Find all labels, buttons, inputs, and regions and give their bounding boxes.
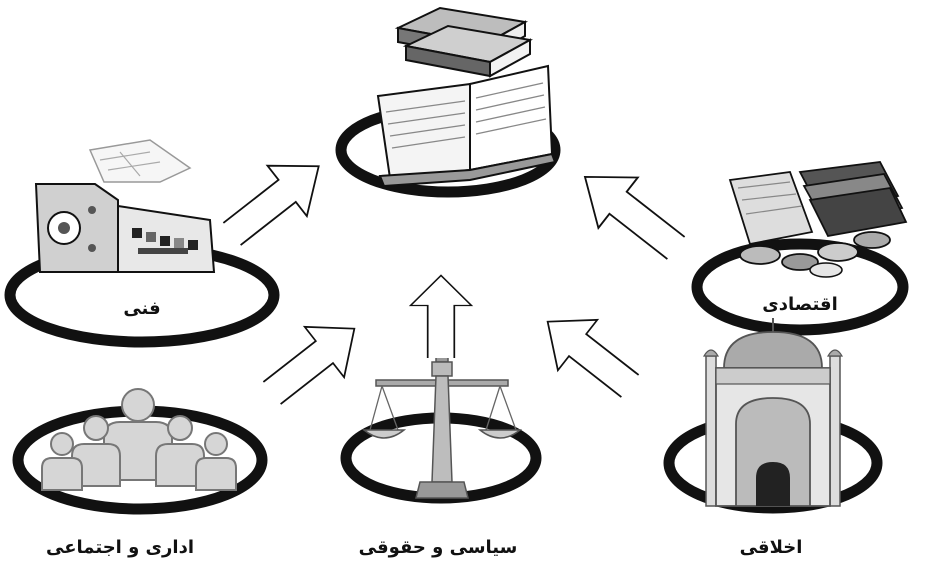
- center-node-books: [341, 8, 555, 192]
- people-icon: [42, 389, 236, 490]
- arrow-from-political: [411, 276, 472, 359]
- node-label-economic: اقتصادی: [762, 294, 838, 315]
- node-label-political: سیاسی و حقوقی: [359, 537, 518, 558]
- node-political: [346, 348, 536, 498]
- arrow-from-economic: [565, 152, 695, 274]
- mosque-icon: [704, 318, 842, 506]
- node-label-technical: فنی: [123, 298, 160, 319]
- node-label-ethical: اخلاقی: [740, 537, 803, 558]
- arrow-from-administrative: [252, 303, 374, 418]
- node-administrative: [18, 389, 262, 509]
- node-label-administrative: اداری و اجتماعی: [46, 537, 194, 558]
- arrow-from-technical: [212, 141, 338, 259]
- node-ethical: [669, 318, 877, 508]
- books-icon: [378, 8, 555, 186]
- printing-machine-icon: [36, 140, 214, 272]
- arrow-from-ethical: [528, 296, 650, 411]
